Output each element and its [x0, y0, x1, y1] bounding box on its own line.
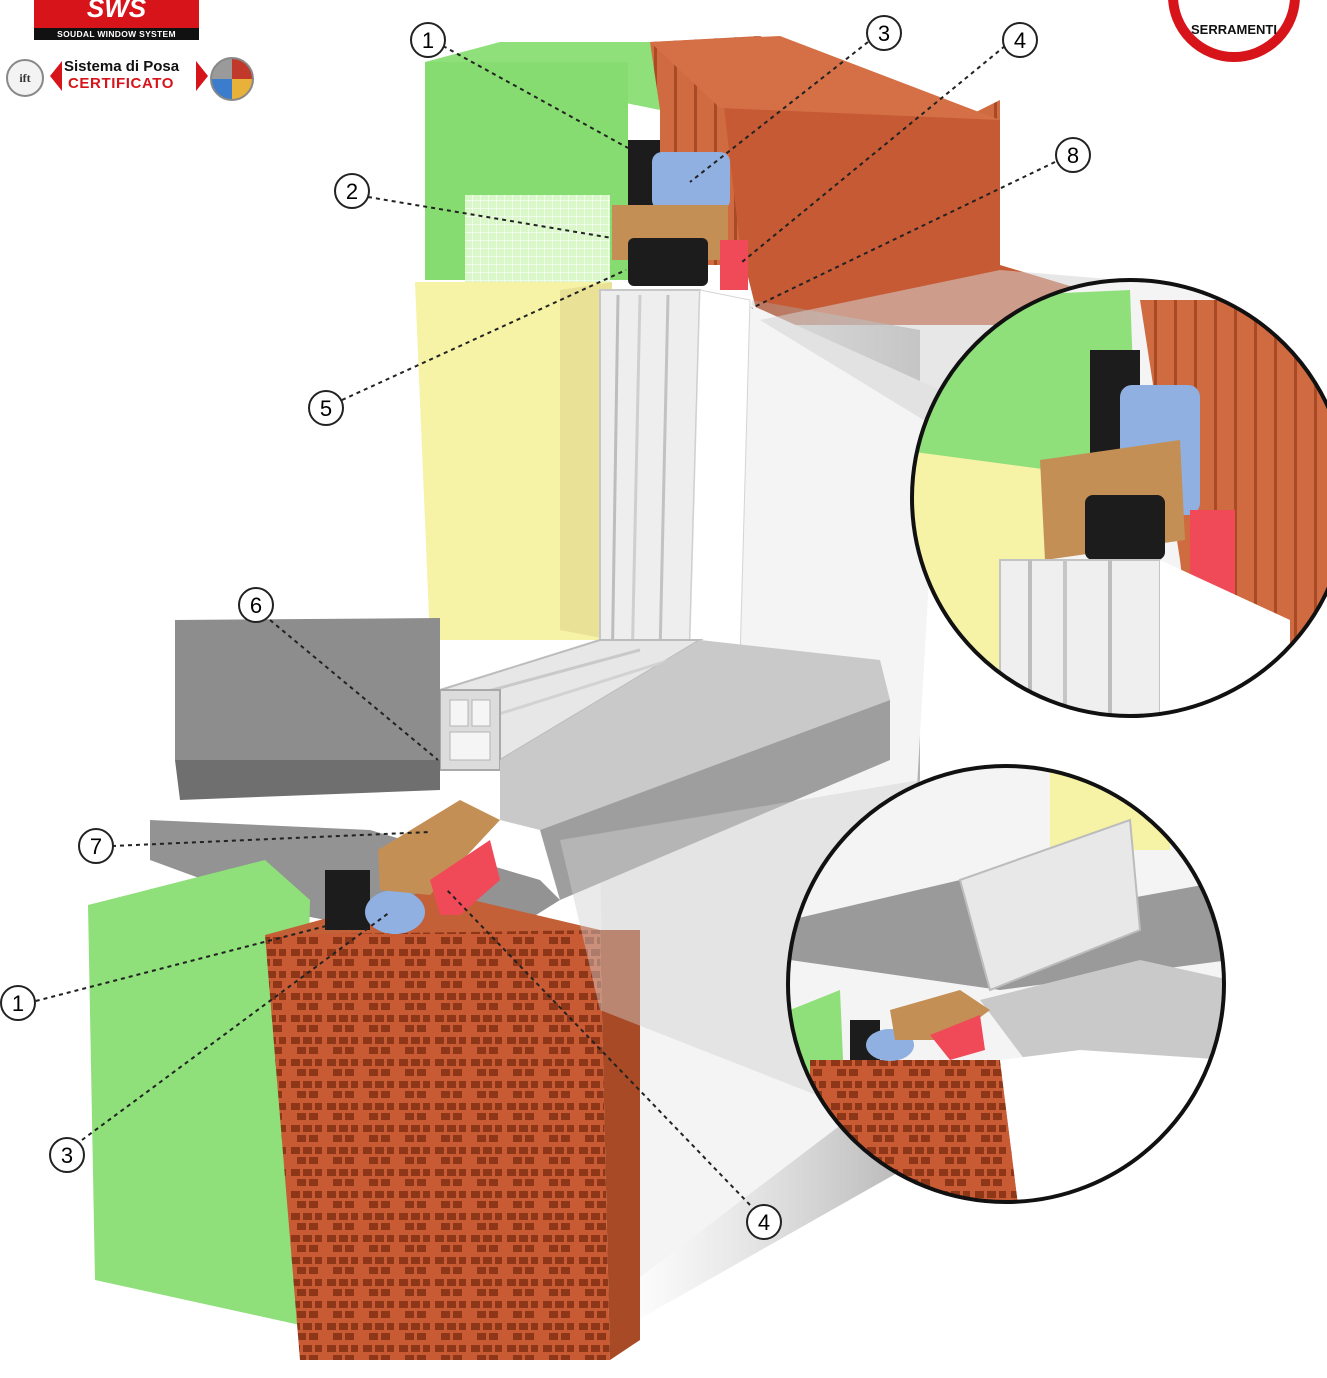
callout-5-label: 5	[320, 396, 332, 421]
callout-2: 2	[334, 173, 370, 209]
outer-sill-top	[175, 618, 440, 760]
wood-block-bottom	[378, 800, 500, 895]
cert-seal-icon	[210, 57, 254, 101]
callout-4-top-label: 4	[1014, 28, 1026, 53]
arrow-left-icon	[50, 61, 62, 91]
red-bracket-bottom	[430, 840, 500, 915]
serramenti-label: SERRAMENTI	[1191, 22, 1277, 37]
leader-4-bottom	[444, 887, 751, 1206]
callout-3-bottom-label: 3	[61, 1143, 73, 1168]
callout-8-label: 8	[1067, 143, 1079, 168]
mesh-panel	[465, 195, 610, 283]
inner-sill-top	[500, 640, 890, 830]
sws-logo: SWS SOUDAL WINDOW SYSTEM	[34, 0, 199, 40]
callout-6-label: 6	[250, 593, 262, 618]
leader-1-top	[442, 45, 629, 149]
pvc-chamber-1	[449, 699, 469, 727]
arrow-right-icon	[196, 61, 208, 91]
red-bracket-top	[720, 240, 748, 290]
callout-2-label: 2	[346, 179, 358, 204]
black-seal-top	[628, 238, 708, 286]
callout-1-top: 1	[410, 22, 446, 58]
callout-1-top-label: 1	[422, 28, 434, 53]
inner-sill-front	[540, 700, 890, 900]
pvc-chamber-3	[449, 731, 491, 761]
upper-brick-front	[720, 72, 1200, 325]
posa-title: Sistema di Posa	[64, 58, 180, 75]
lower-wall	[88, 800, 640, 1360]
frame-groove-1	[610, 294, 620, 681]
window-frame	[439, 289, 751, 771]
leader-8	[751, 161, 1056, 309]
callout-4-top: 4	[1002, 22, 1038, 58]
callout-1-bottom: 1	[0, 985, 36, 1021]
lower-brick-side	[600, 930, 640, 1360]
black-membrane-bottom	[325, 870, 370, 930]
leader-3-top	[689, 41, 869, 183]
upper-brick-top-face	[650, 36, 1000, 120]
rail-groove-2	[479, 658, 671, 722]
callout-7-label: 7	[90, 834, 102, 859]
callout-8: 8	[1055, 137, 1091, 173]
callout-badges: 1 2 3 4 5 6 7 8	[0, 15, 1091, 1240]
sws-logo-subtitle: SOUDAL WINDOW SYSTEM	[34, 28, 199, 40]
callout-7: 7	[78, 828, 114, 864]
zoom-top-ring	[910, 278, 1327, 718]
leader-4-top	[741, 45, 1006, 263]
pvc-chamber-2	[471, 699, 491, 727]
blue-foam-bottom	[365, 890, 425, 934]
callout-3-top: 3	[866, 15, 902, 51]
callout-1-bottom-label: 1	[12, 991, 24, 1016]
callout-6: 6	[238, 587, 274, 623]
plaster-wall	[415, 282, 612, 640]
leader-1-bottom	[27, 924, 331, 1004]
leader-7	[111, 831, 431, 847]
callout-5: 5	[308, 390, 344, 426]
callout-4-bottom: 4	[746, 1204, 782, 1240]
certified-installation-badge: ift Sistema di Posa CERTIFICATO	[6, 53, 256, 101]
posa-certified: CERTIFICATO	[68, 75, 175, 92]
callout-3-bottom: 3	[49, 1137, 85, 1173]
outer-sill-front	[175, 760, 440, 800]
callout-3-top-label: 3	[878, 21, 890, 46]
frame-reveal	[689, 289, 751, 661]
lower-insulation	[88, 860, 310, 1325]
ift-logo: ift	[6, 59, 44, 97]
zoom-detail-top	[760, 270, 1327, 718]
lower-brick-body	[265, 930, 610, 1360]
frame-groove-3	[658, 294, 670, 656]
zoom-bottom-ring	[786, 764, 1226, 1204]
frame-groove-2	[630, 294, 642, 671]
callout-lines	[27, 41, 1056, 1206]
callout-4-bottom-label: 4	[758, 1210, 770, 1235]
sws-logo-mark: SWS	[34, 0, 199, 28]
leader-2	[367, 196, 613, 239]
